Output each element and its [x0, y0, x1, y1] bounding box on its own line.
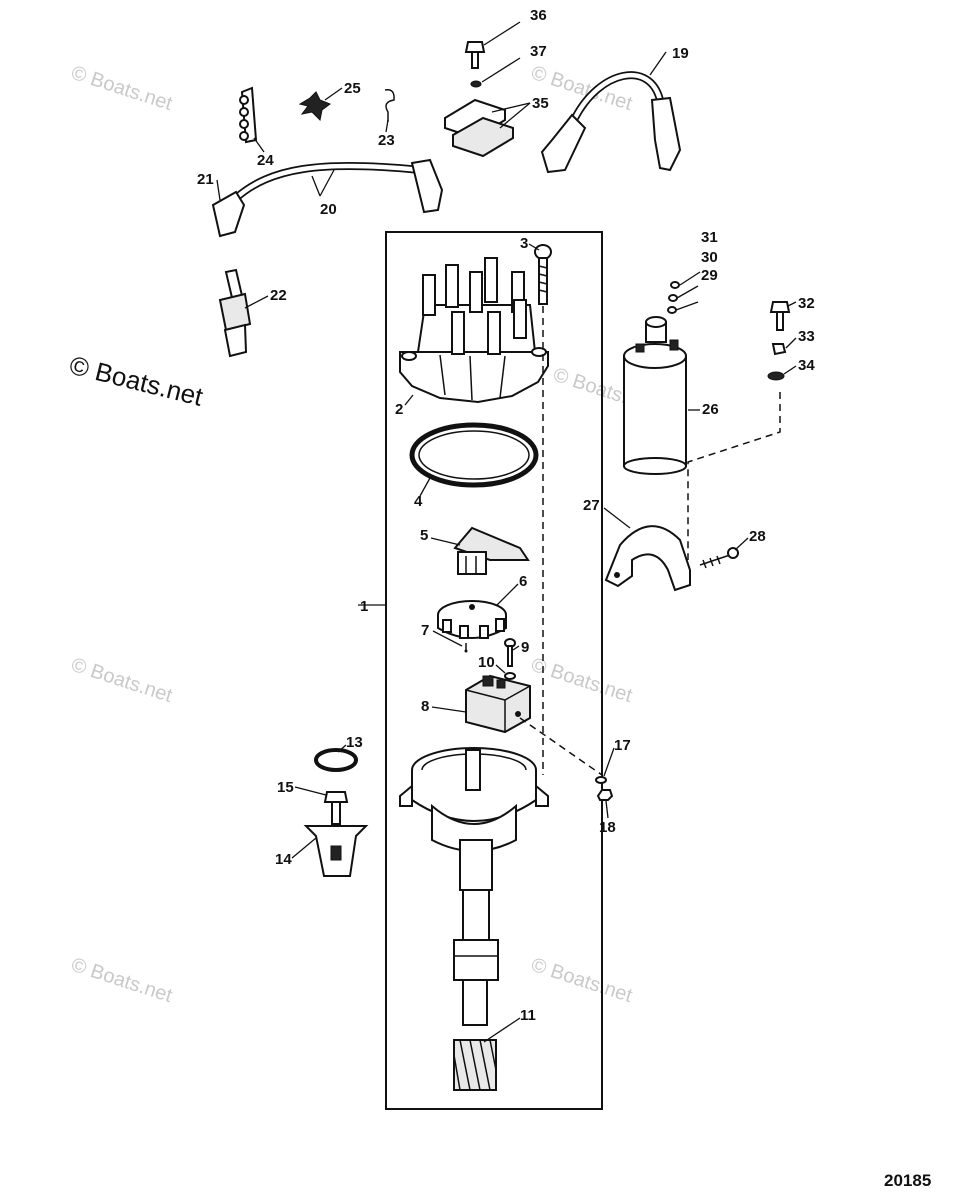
callout-24: 24 — [257, 152, 274, 169]
drive-gear — [453, 1039, 497, 1091]
callout-1: 1 — [360, 598, 368, 615]
distributor-shaft — [453, 839, 499, 1026]
wire-separator-bracket — [444, 98, 514, 158]
callout-34: 34 — [798, 357, 815, 374]
watermark-group: © Boats.net © Boats.net © Boats.net © Bo… — [67, 62, 658, 1007]
callout-31: 31 — [701, 229, 718, 246]
wire-retainer — [298, 91, 332, 122]
watermark: © Boats.net — [68, 954, 175, 1007]
rotor — [453, 526, 530, 575]
distributor-housing — [399, 747, 549, 852]
assembly-box — [385, 231, 603, 1110]
callout-2: 2 — [395, 401, 403, 418]
callout-21: 21 — [197, 171, 214, 188]
callout-17: 17 — [614, 737, 631, 754]
callout-25: 25 — [344, 80, 361, 97]
bracket-bolt — [464, 41, 486, 88]
callout-5: 5 — [420, 527, 428, 544]
ignition-coil — [623, 281, 687, 475]
wire-loom-bracket — [239, 86, 258, 144]
hold-down-clamp — [303, 825, 369, 877]
callout-4: 4 — [414, 493, 423, 510]
callout-30: 30 — [701, 249, 718, 266]
callout-29: 29 — [701, 267, 718, 284]
callout-36: 36 — [530, 7, 547, 24]
coil-bracket — [604, 525, 691, 592]
watermark-main: © Boats.net — [67, 350, 207, 412]
callout-37: 37 — [530, 43, 547, 60]
callout-6: 6 — [519, 573, 527, 590]
watermark: © Boats.net — [528, 954, 635, 1007]
wire-clip — [384, 88, 395, 122]
callout-11: 11 — [520, 1007, 536, 1024]
callout-33: 33 — [798, 328, 815, 345]
callout-14: 14 — [275, 851, 292, 868]
callout-18: 18 — [599, 819, 616, 836]
callout-20: 20 — [320, 201, 337, 218]
callout-28: 28 — [749, 528, 766, 545]
callout-8: 8 — [421, 698, 429, 715]
ignition-module — [465, 674, 531, 734]
washer-nut — [595, 776, 614, 801]
callout-22: 22 — [270, 287, 287, 304]
module-screw — [504, 638, 516, 680]
callout-15: 15 — [277, 779, 294, 796]
cap-gasket — [409, 422, 539, 488]
callout-26: 26 — [702, 401, 719, 418]
hold-down-bolt — [323, 791, 349, 825]
callout-9: 9 — [521, 639, 529, 656]
alignment-line — [519, 717, 603, 776]
spark-plug-wire — [211, 158, 444, 238]
callout-32: 32 — [798, 295, 815, 312]
retaining-pin — [464, 643, 468, 653]
leader-lines — [216, 21, 797, 1043]
callout-10: 10 — [478, 654, 495, 671]
callout-13: 13 — [346, 734, 363, 751]
distributor-cap — [399, 257, 549, 404]
watermark: © Boats.net — [528, 654, 635, 707]
callout-23: 23 — [378, 132, 395, 149]
watermark: © Boats.net — [68, 654, 175, 707]
alignment-line — [687, 392, 781, 560]
callout-7: 7 — [421, 622, 429, 639]
reluctor-wheel — [437, 600, 507, 639]
callout-35: 35 — [532, 95, 549, 112]
bracket-screw — [699, 547, 739, 569]
coil-bolt — [767, 301, 791, 381]
cap-screw — [534, 244, 552, 305]
callout-19: 19 — [672, 45, 689, 62]
callout-27: 27 — [583, 497, 600, 514]
callout-labels: 1 2 3 4 5 6 7 9 10 8 11 13 15 14 17 18 1… — [197, 7, 815, 1024]
figure-number: 20185 — [884, 1171, 931, 1190]
spark-plug — [218, 268, 252, 358]
base-gasket — [314, 748, 358, 772]
watermark: © Boats.net — [68, 62, 175, 115]
coil-wire — [540, 71, 682, 174]
callout-3: 3 — [520, 235, 528, 252]
